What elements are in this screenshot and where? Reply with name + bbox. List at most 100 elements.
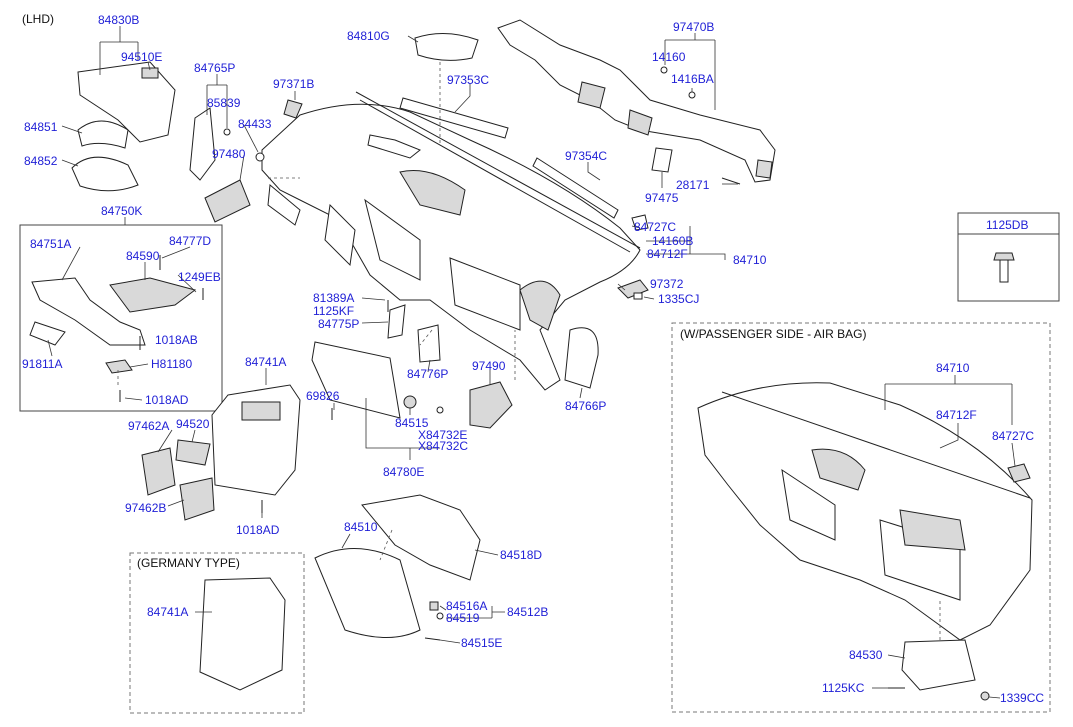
cover-84852	[71, 156, 139, 192]
vent-97462B	[179, 477, 215, 521]
glove-box-housing-84518D	[361, 494, 481, 581]
label-84852: 84852	[24, 154, 58, 168]
group-box-84750K	[19, 224, 223, 412]
duct-joint-97475	[651, 147, 673, 173]
clip-85839	[223, 128, 231, 136]
label-84515E: 84515E	[461, 636, 502, 650]
cover-97372	[617, 279, 649, 299]
label-81389A: 81389A	[313, 291, 354, 305]
label-97490: 97490	[472, 359, 506, 373]
germany-type-frame	[129, 552, 305, 714]
label-97372: 97372	[650, 277, 684, 291]
label-84515: 84515	[395, 416, 429, 430]
label-1018AD-center: 1018AD	[236, 523, 280, 537]
lower-cover-84780E	[311, 341, 401, 419]
glove-box-84510	[314, 548, 421, 638]
label-84518D: 84518D	[500, 548, 542, 562]
cover-84851	[77, 120, 129, 149]
label-84712F-airbag: 84712F	[936, 408, 977, 422]
side-cover-84765P	[189, 107, 216, 181]
vent-97462A	[141, 447, 176, 496]
switch-94510E	[141, 67, 159, 79]
label-X84732C: X84732C	[418, 439, 468, 453]
switch-94520	[175, 439, 211, 466]
bracket-84590	[109, 277, 197, 313]
label-84830B: 84830B	[98, 13, 139, 27]
damper-84515E	[424, 637, 441, 641]
labels: (LHD) (W/PASSENGER SIDE - AIR BAG) (GERM…	[22, 12, 1044, 705]
center-fascia-germany-84741A	[199, 577, 286, 691]
screw-14160-top	[660, 66, 668, 74]
sensor-97371B	[283, 99, 303, 119]
label-97354C: 97354C	[565, 149, 607, 163]
label-1339CC: 1339CC	[1000, 691, 1044, 705]
label-84433: 84433	[238, 117, 272, 131]
label-84519: 84519	[446, 611, 480, 625]
label-84741A: 84741A	[245, 355, 286, 369]
label-85839: 85839	[207, 96, 241, 110]
label-84777D: 84777D	[169, 234, 211, 248]
clip-X84732E	[436, 406, 444, 414]
label-1335CJ: 1335CJ	[658, 292, 699, 306]
clip-84515	[403, 395, 417, 409]
label-84765P: 84765P	[194, 61, 235, 75]
screw-1416BA	[688, 91, 696, 99]
airbag-module-84530	[901, 639, 976, 691]
label-84512B: 84512B	[507, 605, 548, 619]
screw-28171	[721, 177, 741, 185]
crash-pad-main-panel	[261, 91, 641, 391]
label-1018AB: 1018AB	[155, 333, 198, 347]
defroster-nozzle-97354C	[532, 157, 619, 219]
defroster-nozzle-97353C	[399, 97, 509, 139]
speaker-grille-84810G	[414, 32, 479, 61]
label-84710: 84710	[733, 253, 767, 267]
group-box-1125DB	[957, 212, 1060, 302]
label-97462A: 97462A	[128, 419, 169, 433]
heater-duct-97470B	[497, 19, 776, 183]
label-84510: 84510	[344, 520, 378, 534]
label-28171: 28171	[676, 178, 710, 192]
center-fascia-display	[241, 401, 281, 421]
label-84710-airbag: 84710	[936, 361, 970, 375]
clip-1335CJ	[633, 292, 643, 300]
label-94520: 94520	[176, 417, 210, 431]
label-84810G: 84810G	[347, 29, 390, 43]
pin-84519	[436, 612, 444, 620]
label-1125KF: 1125KF	[313, 304, 354, 318]
note-lhd: (LHD)	[22, 12, 54, 26]
clip-84433	[255, 152, 265, 162]
bracket-84727C-airbag	[1007, 463, 1031, 483]
clip-H81180	[105, 359, 133, 374]
label-84741A-germany: 84741A	[147, 605, 188, 619]
label-97480: 97480	[212, 147, 246, 161]
leader-lines	[47, 26, 1016, 699]
label-84590: 84590	[126, 249, 160, 263]
label-84727C: 84727C	[634, 220, 676, 234]
label-84851: 84851	[24, 120, 58, 134]
label-14160: 14160	[652, 50, 686, 64]
label-1125DB: 1125DB	[986, 218, 1028, 232]
label-H81180: H81180	[151, 357, 192, 371]
label-97371B: 97371B	[273, 77, 314, 91]
label-1249EB: 1249EB	[178, 270, 221, 284]
nut-1339CC	[980, 691, 990, 701]
label-1125KC: 1125KC	[822, 681, 865, 695]
label-14160B: 14160B	[652, 234, 693, 248]
label-84530: 84530	[849, 648, 883, 662]
side-cover-84766P	[564, 327, 599, 389]
cover-91811A	[29, 321, 66, 346]
bracket-84776P	[417, 324, 441, 363]
vent-97480	[204, 179, 251, 223]
label-1416BA: 1416BA	[671, 72, 714, 86]
label-1018AD-lower: 1018AD	[145, 393, 189, 407]
crash-pad-airbag-panel	[697, 382, 1033, 641]
label-97462B: 97462B	[125, 501, 166, 515]
label-84516A: 84516A	[446, 599, 487, 613]
label-84712F: 84712F	[647, 247, 688, 261]
latch-84516A	[429, 601, 439, 611]
bracket-84775P	[387, 304, 406, 339]
label-X84732E: X84732E	[418, 428, 467, 442]
note-passenger-airbag: (W/PASSENGER SIDE - AIR BAG)	[680, 327, 866, 341]
label-69826: 69826	[306, 389, 340, 403]
